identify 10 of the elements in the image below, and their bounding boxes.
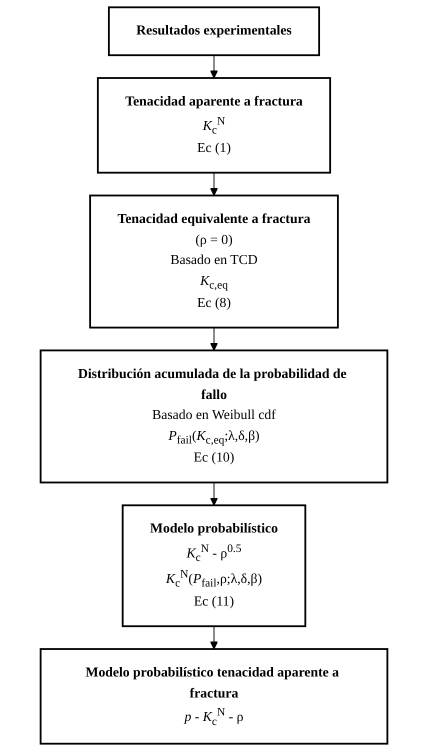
arrow xyxy=(210,172,218,196)
node-box: Resultados experimentales xyxy=(108,6,320,56)
node-box: Modelo probabilístico tenacidad aparente a fractura p - K$_{c}$$^{N}$ - ρ xyxy=(40,648,388,745)
node-box: Distribución acumulada de la probabilidad de fallo Basado en Weibull cdf P$_{fail}$(K$_{c,eq}$;λ,δ,β) Ec (10) xyxy=(40,350,388,484)
arrow xyxy=(210,626,218,650)
arrow xyxy=(210,482,218,506)
node-box: Modelo probabilístico K$_{c}$$^{N}$ - ρ$^{0.5}$ K$_{c}$$^{N}$(P$_{fail}$,ρ;λ,δ,β) Ec (11) xyxy=(122,504,306,628)
arrow xyxy=(210,327,218,351)
node-box: Tenacidad equivalente a fractura (ρ = 0) Basado en TCD K$_{c,eq}$ Ec (8) xyxy=(89,194,339,328)
arrow xyxy=(210,54,218,78)
